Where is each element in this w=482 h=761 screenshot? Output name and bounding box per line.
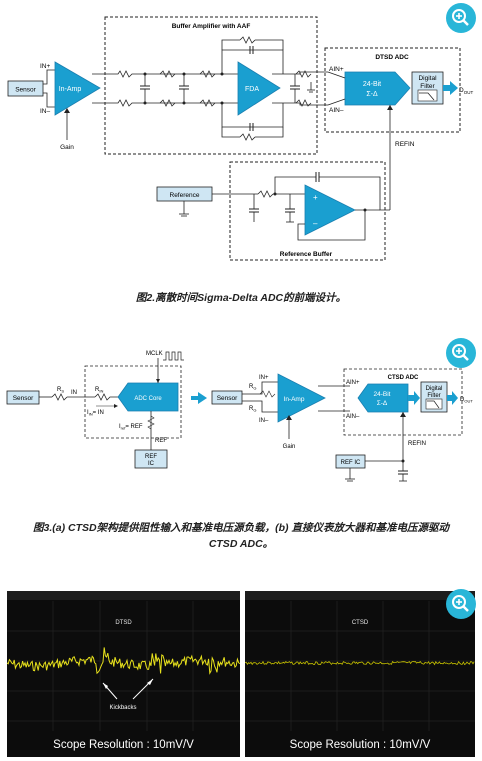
sigma-delta-bits: 24-Bit <box>363 81 381 88</box>
mclk-label: MCLK <box>146 351 163 357</box>
in-plus-b-label: IN+ <box>259 375 269 381</box>
in-minus-label: IN– <box>40 108 51 115</box>
ref-ic-b-block <box>335 454 366 469</box>
dout-b-label: DOUT <box>460 397 473 404</box>
in-a-label: IN <box>71 390 77 396</box>
lin-label: IIN= IN <box>87 410 104 417</box>
reference-buffer-title: Reference Buffer <box>280 251 333 258</box>
ref-minus-sign: – <box>313 219 318 228</box>
zoom-in-icon[interactable] <box>446 589 476 619</box>
filter-b-label-2: Filter <box>427 393 440 399</box>
rg-label-1: RG <box>249 384 256 391</box>
reference-buffer-amp <box>304 184 356 236</box>
reference-label: Reference <box>170 192 200 199</box>
rin-label: RIN <box>95 387 103 394</box>
filter-label-1: Digital <box>418 75 437 82</box>
figure-2-dtsd-diagram: Buffer Amplifier with AAF DTSD ADC Senso… <box>0 0 482 290</box>
ctsd-a-box <box>84 365 182 439</box>
figure-3-caption-line1: 图3.(a) CTSD架构提供阻性输入和基准电压源负载，(b) 直接仪表放大器和… <box>33 522 449 534</box>
gain-b-label: Gain <box>283 444 296 450</box>
rs-label: RS <box>57 387 64 394</box>
sigma-delta-block <box>344 71 411 106</box>
fda-block <box>237 61 281 116</box>
in-plus-label: IN+ <box>40 63 51 70</box>
buffer-amplifier-box <box>104 16 318 155</box>
fda-label: FDA <box>245 86 259 93</box>
buffer-title: Buffer Amplifier with AAF <box>172 23 251 30</box>
ctsd-adc-title: CTSD ADC <box>388 375 419 381</box>
ref-plus-sign: + <box>313 193 318 202</box>
adc-core-label: ADC Core <box>134 396 162 402</box>
sensor-block <box>7 80 44 97</box>
rg-label-2: RG <box>249 406 256 413</box>
zoom-in-icon[interactable] <box>446 338 476 368</box>
filter-label-2: Filter <box>420 83 435 90</box>
ref-ic-b-label: REF IC <box>341 460 361 466</box>
dtsd-scope-screenshot: Kickbacks DTSD Scope Resolution : 10mV/V <box>7 591 240 757</box>
dtsd-trace <box>7 647 240 675</box>
ctsd-scope-resolution: Scope Resolution : 10mV/V <box>289 739 431 751</box>
dtsd-adc-box <box>324 47 461 133</box>
in-amp-label: In-Amp <box>59 86 82 93</box>
ref-ic-a-line1: REF <box>145 454 157 460</box>
ain-minus-label: AIN– <box>329 107 344 114</box>
refin-b-label: REFIN <box>408 441 426 447</box>
in-amp-b-label: In-Amp <box>284 396 305 403</box>
ref-ic-a-line2: IC <box>148 461 155 467</box>
in-amp-block <box>54 61 101 116</box>
sigma-delta-b-block <box>357 383 409 413</box>
ain-minus-b-label: AIN– <box>346 414 360 420</box>
sensor-b-block <box>211 390 243 405</box>
gain-label: Gain <box>60 144 74 151</box>
kickbacks-label: Kickbacks <box>109 705 136 711</box>
dtsd-scope-resolution: Scope Resolution : 10mV/V <box>53 739 194 751</box>
in-minus-b-label: IN– <box>259 418 269 424</box>
scope-toolbar <box>245 591 475 600</box>
iref-label: Iref= REF <box>119 424 143 431</box>
figure-3-caption-line2: CTSD ADC。 <box>208 538 274 550</box>
filter-b-label-1: Digital <box>426 386 443 392</box>
dtsd-adc-title: DTSD ADC <box>375 54 409 61</box>
figure-2-caption: 图2.离散时间Sigma-Delta ADC的前端设计。 <box>135 292 347 304</box>
ain-plus-label: AIN+ <box>329 66 344 73</box>
sensor-b-label: Sensor <box>217 395 238 402</box>
ctsd-trace <box>245 660 475 666</box>
in-amp-b-block <box>277 373 326 423</box>
sigma-delta-b-label: Σ-Δ <box>377 400 388 407</box>
dtsd-scope-label: DTSD <box>115 620 132 626</box>
sensor-label: Sensor <box>15 87 36 94</box>
adc-core-block <box>117 382 179 412</box>
sensor-a-label: Sensor <box>13 395 34 402</box>
ref-label: REF <box>155 438 167 444</box>
ain-plus-b-label: AIN+ <box>346 380 360 386</box>
sensor-a-block <box>6 390 40 405</box>
zoom-in-icon[interactable] <box>446 3 476 33</box>
ctsd-scope-label: CTSD <box>351 620 369 626</box>
refin-label: REFIN <box>395 141 415 148</box>
scope-toolbar <box>7 591 240 600</box>
ctsd-scope-screenshot: CTSD Scope Resolution : 10mV/V <box>245 591 475 757</box>
sigma-delta-label: Σ-Δ <box>366 91 378 98</box>
reference-buffer-box <box>229 161 386 261</box>
dout-label: DOUT <box>459 87 473 95</box>
sigma-delta-b-bits: 24-Bit <box>374 391 391 398</box>
figure-3-ctsd-diagram: Sensor RS IN RIN ADC Core IIN= IN MCLK R… <box>0 336 482 486</box>
transition-arrow <box>191 392 207 404</box>
